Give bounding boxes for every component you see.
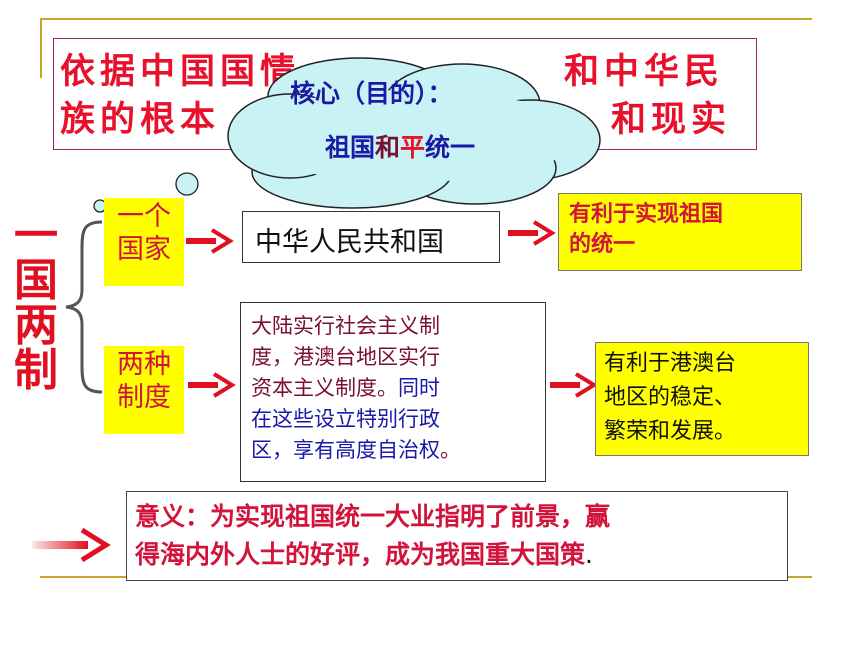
title-line-2-end-text: 和现实 xyxy=(611,100,732,140)
cloud-word-zuguo: 祖国 xyxy=(325,133,376,162)
two-systems-content-line-3-b: 同时 xyxy=(398,376,440,400)
two-systems-label-line-2: 制度 xyxy=(117,382,171,413)
title-line-1-end-text: 和中华民 xyxy=(564,52,725,92)
title-line-2-end: 和现实 xyxy=(611,100,731,140)
one-country-result-box: 有利于实现祖国 的统一 xyxy=(558,193,802,271)
two-systems-result-box: 有利于港澳台 地区的稳定、 繁荣和发展。 xyxy=(595,342,809,456)
cloud-text-line-2: 祖国和平统一 xyxy=(325,128,475,164)
top-left-rule xyxy=(40,18,42,78)
two-systems-content-line-5-a: 区，享有高度自治权 xyxy=(251,438,440,462)
vertical-char-3: 两 xyxy=(14,300,58,351)
two-systems-result-line-1: 有利于港澳台 xyxy=(604,351,737,376)
cloud-word-ping: 平 xyxy=(400,133,426,162)
one-country-label-line-2: 国家 xyxy=(117,234,171,265)
two-systems-result-line-3: 繁荣和发展。 xyxy=(604,419,737,444)
two-systems-label-line-1: 两种 xyxy=(117,349,171,380)
one-country-two-systems-title: 一 国 两 制 xyxy=(8,214,64,394)
one-country-content-box: 中华人民共和国 xyxy=(242,211,500,263)
title-line-1-end: 和中华民 xyxy=(564,52,724,92)
arrow-right-icon xyxy=(508,220,556,246)
cloud-text-line-1: 核心（目的）： xyxy=(290,79,453,108)
title-line-1: 依据中国国情 xyxy=(60,52,300,92)
two-systems-content-line-1: 大陆实行社会主义制 xyxy=(251,314,440,338)
vertical-char-2: 国 xyxy=(14,255,58,306)
curly-brace xyxy=(65,220,103,394)
title-line-1-start: 依据中国国情 xyxy=(60,52,301,92)
two-systems-content-line-4: 在这些设立特别行政 xyxy=(251,407,440,431)
significance-line-2-text: 得海内外人士的好评，成为我国重大国策 xyxy=(135,540,586,569)
thought-cloud xyxy=(93,57,601,213)
title-line-2: 族的根本 xyxy=(60,100,220,140)
significance-arrow-icon xyxy=(32,527,111,563)
two-systems-content-box: 大陆实行社会主义制 度，港澳台地区实行 资本主义制度。同时 在这些设立特别行政 … xyxy=(240,302,546,482)
title-line-2-start: 族的根本 xyxy=(60,100,221,140)
two-systems-result-line-2: 地区的稳定、 xyxy=(604,385,737,410)
significance-box: 意义：为实现祖国统一大业指明了前景，赢 得海内外人士的好评，成为我国重大国策. xyxy=(126,491,788,581)
two-systems-content-line-5: 区，享有高度自治权。 xyxy=(251,435,545,466)
significance-line-2: 得海内外人士的好评，成为我国重大国策. xyxy=(135,536,787,574)
two-systems-content-line-3: 资本主义制度。同时 xyxy=(251,373,545,404)
arrow-right-icon xyxy=(188,372,236,398)
two-systems-content-line-2: 度，港澳台地区实行 xyxy=(251,345,440,369)
arrow-right-icon xyxy=(550,372,598,398)
top-rule xyxy=(40,18,812,20)
vertical-char-4: 制 xyxy=(14,345,58,396)
one-country-label: 一个 国家 xyxy=(104,198,184,286)
arrow-right-icon xyxy=(186,228,234,254)
one-country-label-line-1: 一个 xyxy=(117,201,171,232)
two-systems-label: 两种 制度 xyxy=(104,346,184,434)
cloud-word-tongyi: 统一 xyxy=(425,133,476,162)
two-systems-content-line-3-a: 资本主义制度。 xyxy=(251,376,398,400)
two-systems-content-line-5-b: 。 xyxy=(440,438,461,462)
vertical-char-1: 一 xyxy=(14,210,58,261)
one-country-result-line-1: 有利于实现祖国 xyxy=(569,202,724,227)
significance-line-2-end: . xyxy=(585,540,593,569)
cloud-word-he: 和 xyxy=(375,133,401,162)
one-country-result-line-2: 的统一 xyxy=(569,232,636,257)
significance-line-1: 意义：为实现祖国统一大业指明了前景，赢 xyxy=(135,502,611,531)
